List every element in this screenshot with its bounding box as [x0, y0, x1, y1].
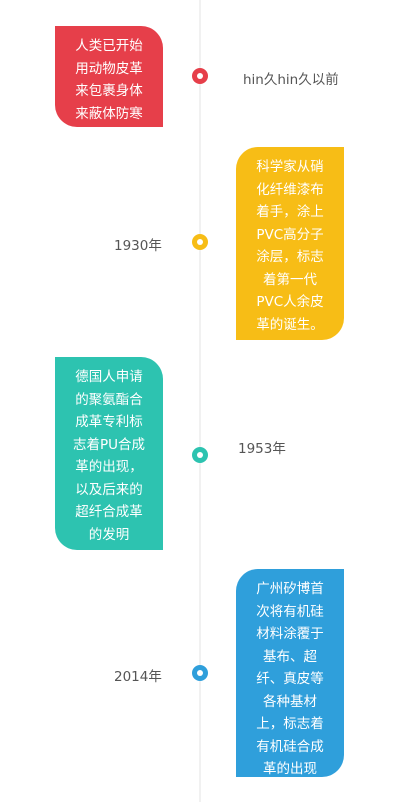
card-line: 革的诞生。: [256, 316, 324, 333]
card-line: 革的出现: [263, 761, 317, 777]
card-line: 着第一代: [263, 271, 317, 288]
card-line: 来包裹身体: [75, 83, 143, 99]
event-card-2014: 广州矽博首 次将有机硅 材料涂覆于 基布、超 纤、真皮等 各种基材 上，标志着 …: [236, 569, 344, 777]
card-line: 以及后来的: [75, 481, 143, 498]
card-line: 有机硅合成: [256, 738, 324, 755]
timeline-dot: [192, 665, 208, 681]
event-label: 1930年: [114, 238, 162, 254]
card-line: 成革专利标: [75, 414, 143, 430]
event-card-ancient: 人类已开始 用动物皮革 来包裹身体 来蔽体防寒: [55, 26, 163, 127]
card-line: 德国人申请: [75, 369, 143, 385]
card-line: PVC高分子: [256, 226, 324, 243]
card-line: 纤、真皮等: [256, 671, 324, 687]
card-line: 革的出现，: [75, 459, 143, 475]
card-line: 志着PU合成: [72, 436, 146, 453]
timeline-dot: [192, 68, 208, 84]
event-label: 1953年: [238, 441, 286, 457]
card-line: 材料涂覆于: [256, 626, 324, 642]
card-line: 人类已开始: [75, 38, 143, 54]
timeline-dot: [192, 234, 208, 250]
timeline-line: [199, 0, 201, 802]
card-line: 涂层，标志: [256, 249, 324, 265]
card-line: 的发明: [88, 526, 130, 543]
card-line: 超纤合成革: [75, 504, 143, 520]
card-line: 来蔽体防寒: [75, 105, 143, 122]
card-line: 上，标志着: [256, 716, 324, 732]
event-card-1953: 德国人申请 的聚氨酯合 成革专利标 志着PU合成 革的出现， 以及后来的 超纤合…: [55, 357, 163, 550]
card-line: 次将有机硅: [256, 603, 324, 620]
event-card-1930: 科学家从硝 化纤维漆布 着手，涂上 PVC高分子 涂层，标志 着第一代 PVC人…: [236, 147, 344, 340]
event-label: 2014年: [114, 669, 162, 685]
card-line: PVC人余皮: [256, 294, 324, 310]
event-label: hin久hin久以前: [243, 72, 339, 88]
card-line: 的聚氨酯合: [75, 391, 143, 408]
card-line: 科学家从硝: [256, 159, 324, 175]
card-line: 用动物皮革: [75, 60, 143, 77]
card-line: 着手，涂上: [256, 204, 324, 220]
card-line: 化纤维漆布: [256, 181, 324, 198]
timeline-dot: [192, 447, 208, 463]
card-line: 基布、超: [263, 648, 317, 665]
card-line: 广州矽博首: [256, 581, 324, 597]
card-line: 各种基材: [263, 693, 317, 710]
